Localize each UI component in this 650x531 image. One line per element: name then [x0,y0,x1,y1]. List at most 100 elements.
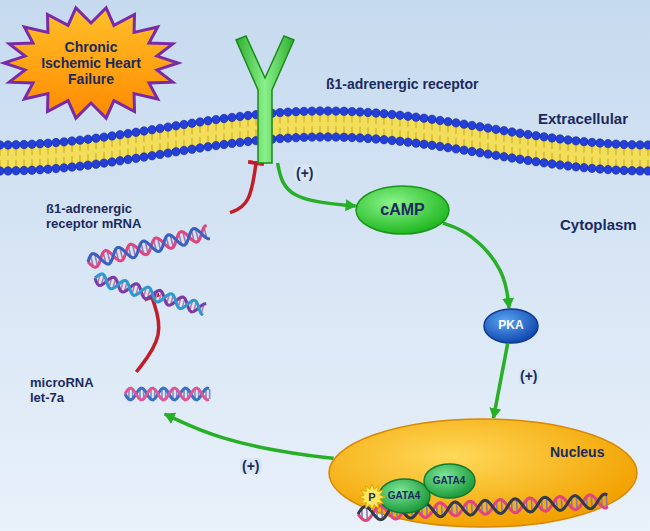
activation-arrow [165,414,334,458]
lipid-head [620,140,628,148]
lipid-head [420,114,428,122]
lipid-head [388,136,396,144]
lipid-head [396,111,404,119]
lipid-head [420,140,428,148]
lipid-head [444,117,452,125]
lipid-head [204,117,212,125]
lipid-head [556,135,564,143]
lipid-head [380,109,388,117]
strand [93,272,206,315]
lipid-head [444,143,452,151]
lipid-head [44,165,52,173]
lipid-head [428,115,436,123]
lipid-head [580,163,588,171]
node-label: Chronic Ischemic Heart Failure [35,39,147,87]
strand [86,225,210,268]
lipid-head [356,108,364,116]
lipid-head [68,137,76,145]
inhibition-connector [136,297,159,372]
edge-label: (+) [294,165,316,181]
lipid-head [44,139,52,147]
lipid-head [404,112,412,120]
lipid-head [132,154,140,162]
lipid-head [636,167,644,175]
lipid-head [404,138,412,146]
lipid-head [324,107,332,115]
lipid-head [36,166,44,174]
lipid-head [204,143,212,151]
lipid-head [164,123,172,131]
lipid-head [316,107,324,115]
lipid-head [564,162,572,170]
lipid-head [52,164,60,172]
ellipse-body [379,479,430,513]
helix [86,225,210,268]
lipid-head [68,163,76,171]
lipid-head [540,159,548,167]
lipid-head [556,161,564,169]
node-label: cAMP [380,201,424,219]
lipid-head [452,145,460,153]
helix [93,272,206,315]
lipid-head [348,133,356,141]
lipid-head [540,133,548,141]
lipid-head [180,146,188,154]
lipid-head [12,167,20,175]
lipid-head [188,145,196,153]
node-label: GATA4 [388,490,420,502]
lipid-head [20,166,28,174]
lipid-head [164,149,172,157]
lipid-head [332,107,340,115]
lipid-head [4,141,12,149]
lipid-head [284,134,292,142]
lipid-head [324,133,332,141]
lipid-head [468,121,476,129]
lipid-head [308,107,316,115]
lipid-head [60,164,68,172]
lipid-head [372,109,380,117]
lipid-head [628,141,636,149]
receptor-node: ß1-adrenergic receptor [250,38,280,163]
region-label: Extracellular [538,110,628,128]
lipid-head [308,133,316,141]
lipid-head [620,166,628,174]
lipid-head [572,137,580,145]
lipid-head [468,147,476,155]
lipid-head [476,149,484,157]
lipid-head [124,129,132,137]
lipid-head [156,124,164,132]
lipid-head [356,134,364,142]
lipid-head [612,166,620,174]
lipid-head [108,158,116,166]
lipid-head [436,142,444,150]
lipid-head [612,140,620,148]
node-label: PKA [498,319,523,333]
lipid-head [564,136,572,144]
lipid-head [604,139,612,147]
lipid-head [84,161,92,169]
lipid-head [364,108,372,116]
edge-label: (+) [240,458,262,474]
base-pair [606,494,608,507]
label-text: Cytoplasm [560,216,637,233]
lipid-head [340,107,348,115]
receptor-symbol [236,36,294,163]
lipid-head [300,107,308,115]
nucleus-outline [329,419,637,527]
node-label: Nucleus [550,444,604,460]
lipid-head [180,120,188,128]
node-label: GATA4 [433,475,465,487]
lipid-head [436,116,444,124]
lipid-head [36,140,44,148]
lipid-head [340,133,348,141]
lipid-head [108,132,116,140]
lipid-head [92,160,100,168]
lipid-head [28,140,36,148]
lipid-head [116,131,124,139]
label-text: P [368,491,375,504]
lipid-head [548,160,556,168]
lipid-head [220,140,228,148]
lipid-head [92,134,100,142]
edge-label: (+) [518,368,540,384]
